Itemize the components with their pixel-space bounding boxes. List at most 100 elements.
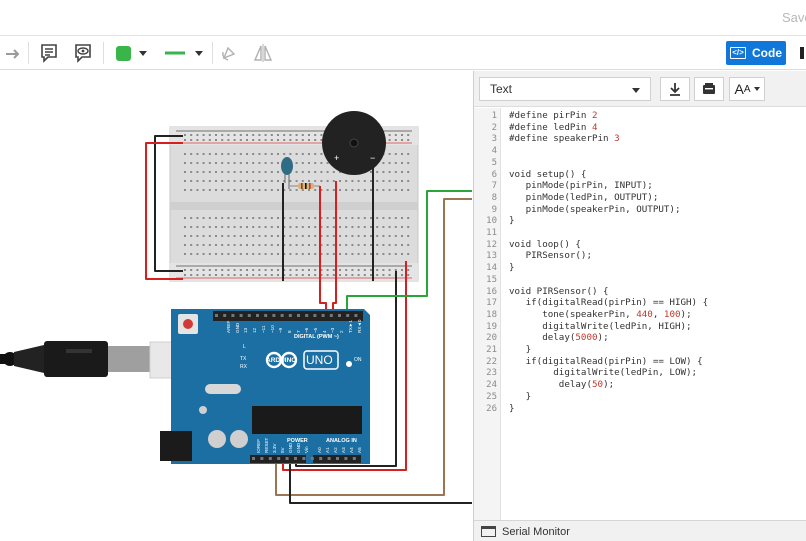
chevron-down-icon [632, 88, 640, 93]
line-number: 12 [486, 239, 497, 250]
pin-label: ~6 [304, 327, 310, 333]
code-line: #define pirPin 2 [509, 110, 598, 121]
flip-button[interactable] [250, 40, 276, 66]
toolbar-divider [103, 42, 104, 64]
code-line: if(digitalRead(pirPin) == HIGH) { [509, 297, 709, 309]
pin-label: GND [296, 442, 301, 453]
pin-label: A3 [341, 447, 346, 453]
arduino-logo [265, 351, 298, 369]
power-label: POWER [287, 438, 308, 444]
color-picker[interactable] [110, 40, 152, 66]
wire-brown[interactable] [275, 198, 472, 496]
wire-5v-red[interactable] [282, 261, 407, 471]
code-line: pinMode(ledPin, OUTPUT); [509, 191, 659, 203]
rotate-button[interactable] [218, 40, 240, 66]
line-number: 17 [486, 298, 497, 309]
line-number: 15 [486, 274, 497, 285]
chevron-down-icon [138, 50, 147, 56]
pin-label: 12 [252, 327, 258, 333]
line-number: 1 [491, 111, 497, 121]
code-line: delay(5000); [509, 332, 609, 344]
line-number: 25 [486, 391, 497, 402]
code-line: digitalWrite(ledPin, LOW); [509, 367, 698, 379]
pin-label: 4 [321, 330, 327, 333]
start-simulation-button[interactable] [796, 41, 806, 65]
line-number: 14 [486, 263, 497, 274]
pin-label: A5 [357, 447, 362, 453]
download-button[interactable] [660, 77, 690, 101]
download-icon [670, 83, 680, 96]
wire-led-signal[interactable] [319, 186, 327, 312]
visibility-button[interactable] [70, 40, 96, 66]
serial-monitor-bar[interactable]: Serial Monitor [474, 520, 806, 541]
line-number: 4 [491, 146, 497, 157]
code-line: } [509, 215, 515, 227]
piezo-buzzer[interactable]: + − [322, 111, 386, 175]
code-icon: </> [730, 47, 746, 59]
pin-label: A4 [349, 447, 354, 453]
pin-label: ~3 [330, 327, 336, 333]
wire-black-left[interactable] [154, 135, 183, 272]
l-label: L [243, 344, 246, 350]
code-mode-select[interactable]: Text [479, 77, 651, 101]
line-number: 8 [491, 192, 497, 203]
library-button[interactable] [694, 77, 724, 101]
chevron-down-icon [195, 50, 203, 56]
code-button[interactable]: </> Code [726, 41, 786, 65]
wire-black-bottom[interactable] [289, 460, 472, 504]
pin-label: GND [288, 442, 293, 453]
code-line: } [509, 402, 515, 414]
code-line: tone(speakerPin, 440, 100); [509, 308, 692, 320]
code-line: } [509, 390, 532, 402]
code-line: #define ledPin 4 [509, 121, 598, 133]
flip-icon [253, 44, 273, 62]
rotate-icon [222, 46, 236, 61]
code-line: #define speakerPin 3 [509, 133, 620, 145]
chevron-down-icon [753, 87, 760, 91]
note-icon [41, 44, 57, 63]
circuit-canvas[interactable]: + − [0, 71, 472, 541]
redo-button[interactable] [2, 40, 24, 66]
line-number: 26 [486, 403, 497, 414]
usb-cable[interactable] [0, 341, 201, 379]
code-line: digitalWrite(ledPin, HIGH); [509, 320, 692, 332]
line-number: 5 [491, 157, 497, 168]
code-line: void setup() { [509, 168, 587, 180]
wire-red-left[interactable] [145, 142, 183, 280]
wire-buzzer-signal[interactable] [332, 181, 337, 312]
pin-label: GND [234, 322, 240, 333]
resistor[interactable] [290, 183, 320, 189]
pin-label: A0 [317, 447, 322, 453]
save-button[interactable]: Save [782, 10, 806, 25]
line-number: 11 [486, 228, 497, 238]
code-line: void loop() { [509, 238, 581, 250]
play-icon [800, 47, 804, 59]
led[interactable] [281, 157, 293, 189]
pin-label: 3.3V [272, 443, 277, 453]
pin-label: 13 [243, 327, 249, 333]
line-number: 9 [491, 204, 497, 215]
serial-monitor-label: Serial Monitor [502, 526, 570, 538]
buzzer-minus-label: − [370, 153, 375, 163]
pin-label: 7 [295, 330, 301, 333]
buzzer-plus-label: + [334, 153, 339, 163]
line-number: 22 [486, 356, 497, 367]
wire-pir-green[interactable] [346, 190, 472, 312]
toolbar-divider [28, 42, 29, 64]
toolbar: </> Code [0, 36, 806, 70]
pin-label: Vin [304, 446, 309, 453]
line-style-icon [165, 51, 185, 55]
pin-label: A1 [325, 447, 330, 453]
tx-label: TX [240, 356, 247, 362]
line-style-picker[interactable] [158, 40, 208, 66]
notes-button[interactable] [36, 40, 62, 66]
pin-label: AREF [226, 320, 231, 333]
top-bar: Save [0, 0, 806, 36]
line-number: 3 [491, 134, 497, 145]
line-number: 23 [486, 368, 497, 379]
